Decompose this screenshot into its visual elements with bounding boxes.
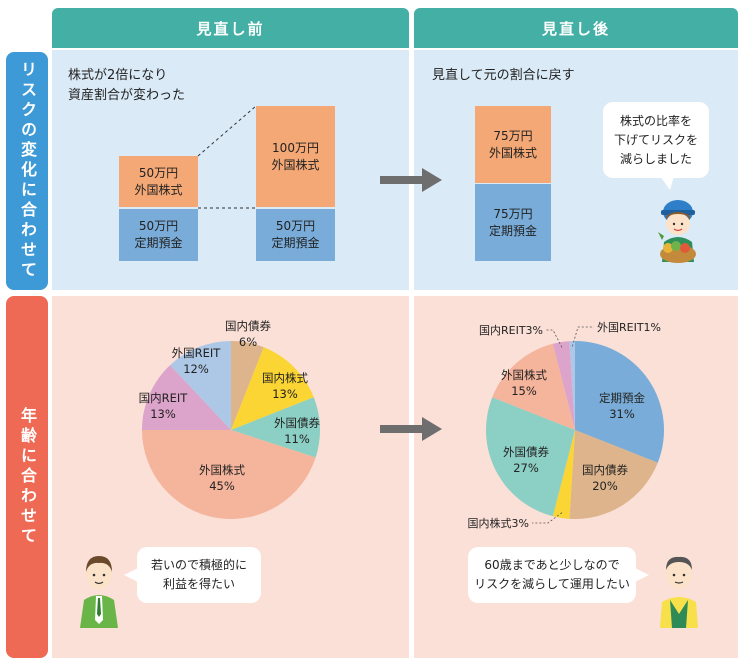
row-label-age: 年齢に合わせて <box>6 296 48 658</box>
slice-label: 外国債券 <box>274 416 320 430</box>
pie-slice <box>142 365 231 430</box>
caption-line: 株式が2倍になり <box>68 68 168 83</box>
after-stock-box: 75万円 外国株式 <box>475 106 551 183</box>
arrow-right-icon <box>380 417 442 441</box>
pie-slice <box>231 347 314 430</box>
label: 定期預金 <box>488 223 537 238</box>
slice-value: 13% <box>150 407 176 421</box>
label: 外国株式 <box>488 145 537 160</box>
large-stock-box: 100万円 外国株式 <box>256 106 335 207</box>
slice-label: 外国株式 <box>199 463 245 477</box>
slice-value: 11% <box>284 432 310 446</box>
bubble-tail <box>124 568 138 582</box>
pie-slice <box>142 430 316 520</box>
amount: 50万円 <box>275 219 316 233</box>
slice-label: 国内REIT <box>139 391 189 405</box>
pie-slice <box>575 341 665 463</box>
label: 外国株式 <box>271 157 320 172</box>
bubble-line: 下げてリスクを <box>613 132 698 147</box>
bubble-line: リスクを減らして運用したい <box>474 577 630 591</box>
pie-slice <box>569 341 575 430</box>
slice-value: 45% <box>209 479 235 493</box>
amount: 75万円 <box>493 128 533 143</box>
slice-value: 13% <box>272 387 298 401</box>
arrow-right-icon <box>380 168 442 192</box>
slice-callout-label: 国内株式3% <box>468 516 529 530</box>
amount: 75万円 <box>493 206 533 221</box>
young-man-icon <box>80 556 118 628</box>
callout-line <box>546 329 563 348</box>
speech-bubble-risk: 株式の比率を 下げてリスクを 減らしました <box>603 102 709 178</box>
label: 定期預金 <box>271 236 320 250</box>
header-before: 見直し前 <box>52 8 409 48</box>
caption-line: 資産割合が変わった <box>68 88 186 103</box>
pie-slice <box>231 341 264 430</box>
bubble-line: 若いので積極的に <box>150 558 247 572</box>
small-deposit-box: 50万円 定期預金 <box>119 209 198 261</box>
slice-label: 国内株式 <box>262 371 308 385</box>
slice-value: 15% <box>511 384 537 398</box>
bubble-tail <box>635 568 649 582</box>
bubble-line: 減らしました <box>619 151 692 166</box>
slice-callout-label: 国内REIT3% <box>479 323 543 337</box>
slice-value: 6% <box>239 335 257 349</box>
woman-character-icon <box>658 200 696 263</box>
bubble-line: 60歳まであと少しなので <box>484 558 620 572</box>
older-man-icon <box>660 556 698 628</box>
bubble-tail <box>660 176 674 190</box>
large-deposit-box: 50万円 定期預金 <box>256 209 335 261</box>
slice-label: 国内債券 <box>582 463 628 477</box>
pie-slice <box>231 397 321 458</box>
slice-value: 31% <box>609 407 635 421</box>
label: 定期預金 <box>134 236 183 250</box>
row-label-risk: リスクの変化に合わせて <box>6 52 48 290</box>
callout-line <box>532 512 563 524</box>
slice-value: 12% <box>183 362 209 376</box>
after-deposit-box: 75万円 定期預金 <box>475 184 551 261</box>
slice-callout-label: 外国REIT1% <box>597 321 661 334</box>
amount: 50万円 <box>138 165 179 180</box>
bubble-line: 利益を得たい <box>162 577 235 591</box>
pie-slice <box>492 343 575 430</box>
bubble-line: 株式の比率を <box>619 113 692 128</box>
slice-label: 外国株式 <box>501 368 547 382</box>
pie-slice <box>569 430 658 520</box>
risk-before-caption: 株式が2倍になり 資産割合が変わった <box>68 66 288 106</box>
slice-label: 外国債券 <box>503 445 549 459</box>
header-after: 見直し後 <box>414 8 738 48</box>
speech-bubble-senior: 60歳まであと少しなので リスクを減らして運用したい <box>468 547 636 603</box>
speech-bubble-young: 若いので積極的に 利益を得たい <box>137 547 261 603</box>
small-stock-box: 50万円 外国株式 <box>119 156 198 207</box>
slice-label: 国内債券 <box>225 319 271 333</box>
callout-line <box>571 326 594 347</box>
panel-risk-before <box>52 50 409 290</box>
amount: 100万円 <box>272 140 319 155</box>
pie-slice <box>552 341 575 430</box>
risk-after-caption: 見直して元の割合に戻す <box>432 68 575 83</box>
pie-slice <box>552 430 575 519</box>
slice-label: 外国REIT <box>172 346 222 360</box>
slice-value: 27% <box>513 461 539 475</box>
label: 外国株式 <box>134 182 183 197</box>
amount: 50万円 <box>138 219 179 233</box>
slice-value: 20% <box>592 479 618 493</box>
pie-slice <box>170 341 231 430</box>
pie-slice <box>485 397 575 517</box>
slice-label: 定期預金 <box>599 391 645 405</box>
